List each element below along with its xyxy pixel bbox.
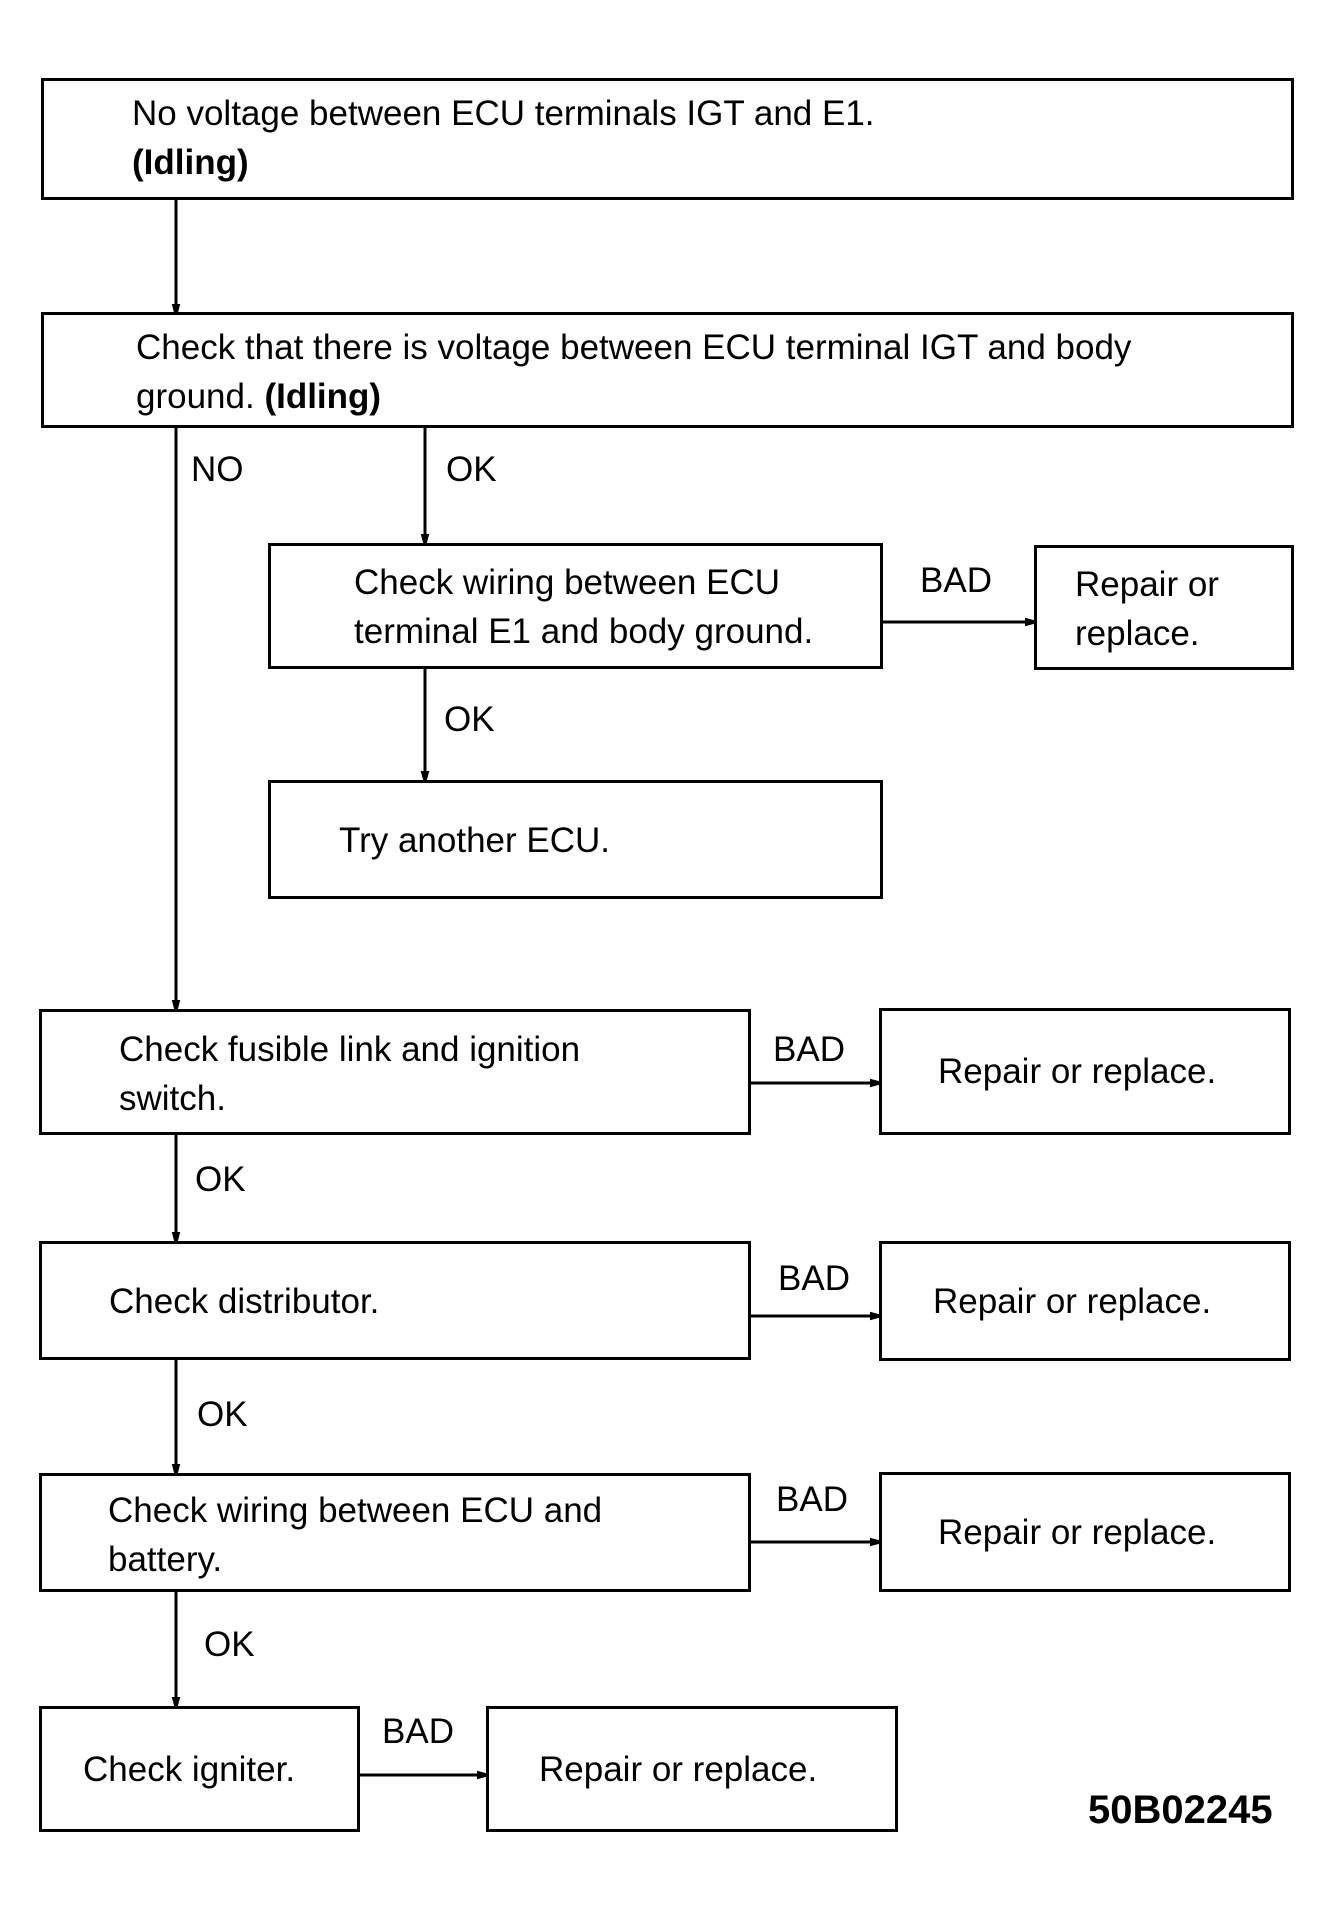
label-ok-battery: OK xyxy=(204,1625,255,1664)
node-check-battery-line2: battery. xyxy=(108,1540,223,1579)
node-check-igniter-text: Check igniter. xyxy=(83,1750,296,1789)
node-check-fusible: Check fusible link and ignition switch. xyxy=(39,1009,751,1135)
node-start-line1: No voltage between ECU terminals IGT and… xyxy=(132,94,875,133)
node-repair-battery: Repair or replace. xyxy=(879,1472,1291,1592)
node-try-ecu-text: Try another ECU. xyxy=(339,821,611,860)
node-repair-e1-line1: Repair or xyxy=(1075,565,1219,604)
label-bad-igniter: BAD xyxy=(382,1712,454,1751)
node-repair-e1-line2: replace. xyxy=(1075,614,1200,653)
node-repair-e1: Repair or replace. xyxy=(1034,545,1294,670)
node-start-line2: (Idling) xyxy=(132,143,249,182)
node-check-distributor: Check distributor. xyxy=(39,1241,751,1360)
node-repair-fusible: Repair or replace. xyxy=(879,1008,1291,1135)
node-check-igt-line1: Check that there is voltage between ECU … xyxy=(136,328,1132,367)
node-check-igt-line2: ground. (Idling) xyxy=(136,372,1131,421)
node-check-battery-line1: Check wiring between ECU and xyxy=(108,1491,603,1530)
node-check-e1: Check wiring between ECU terminal E1 and… xyxy=(268,543,883,669)
node-check-e1-line2: terminal E1 and body ground. xyxy=(354,612,814,651)
node-try-ecu: Try another ECU. xyxy=(268,780,883,899)
node-repair-igniter: Repair or replace. xyxy=(486,1706,898,1832)
node-check-battery: Check wiring between ECU and battery. xyxy=(39,1473,751,1592)
node-repair-distributor-text: Repair or replace. xyxy=(933,1282,1212,1321)
label-ok-igt: OK xyxy=(446,450,497,489)
node-check-fusible-line2: switch. xyxy=(119,1079,226,1118)
label-bad-fusible: BAD xyxy=(773,1030,845,1069)
label-bad-distributor: BAD xyxy=(778,1259,850,1298)
label-no: NO xyxy=(191,450,244,489)
label-ok-fusible: OK xyxy=(195,1160,246,1199)
label-bad-battery: BAD xyxy=(776,1480,848,1519)
node-repair-battery-text: Repair or replace. xyxy=(938,1513,1217,1552)
node-repair-igniter-text: Repair or replace. xyxy=(539,1750,818,1789)
node-check-igt: Check that there is voltage between ECU … xyxy=(41,312,1294,428)
node-check-igniter: Check igniter. xyxy=(39,1706,360,1832)
label-ok-e1: OK xyxy=(444,700,495,739)
node-repair-distributor: Repair or replace. xyxy=(879,1241,1291,1361)
node-start: No voltage between ECU terminals IGT and… xyxy=(41,78,1294,200)
figure-code: 50B02245 xyxy=(1088,1788,1273,1832)
node-check-igt-line2-text: ground. xyxy=(136,377,255,416)
node-check-distributor-text: Check distributor. xyxy=(109,1282,380,1321)
node-check-fusible-line1: Check fusible link and ignition xyxy=(119,1030,581,1069)
node-check-igt-line2-bold: (Idling) xyxy=(264,377,382,416)
node-repair-fusible-text: Repair or replace. xyxy=(938,1052,1217,1091)
label-bad-e1: BAD xyxy=(920,561,992,600)
label-ok-distributor: OK xyxy=(197,1395,248,1434)
node-check-e1-line1: Check wiring between ECU xyxy=(354,563,781,602)
